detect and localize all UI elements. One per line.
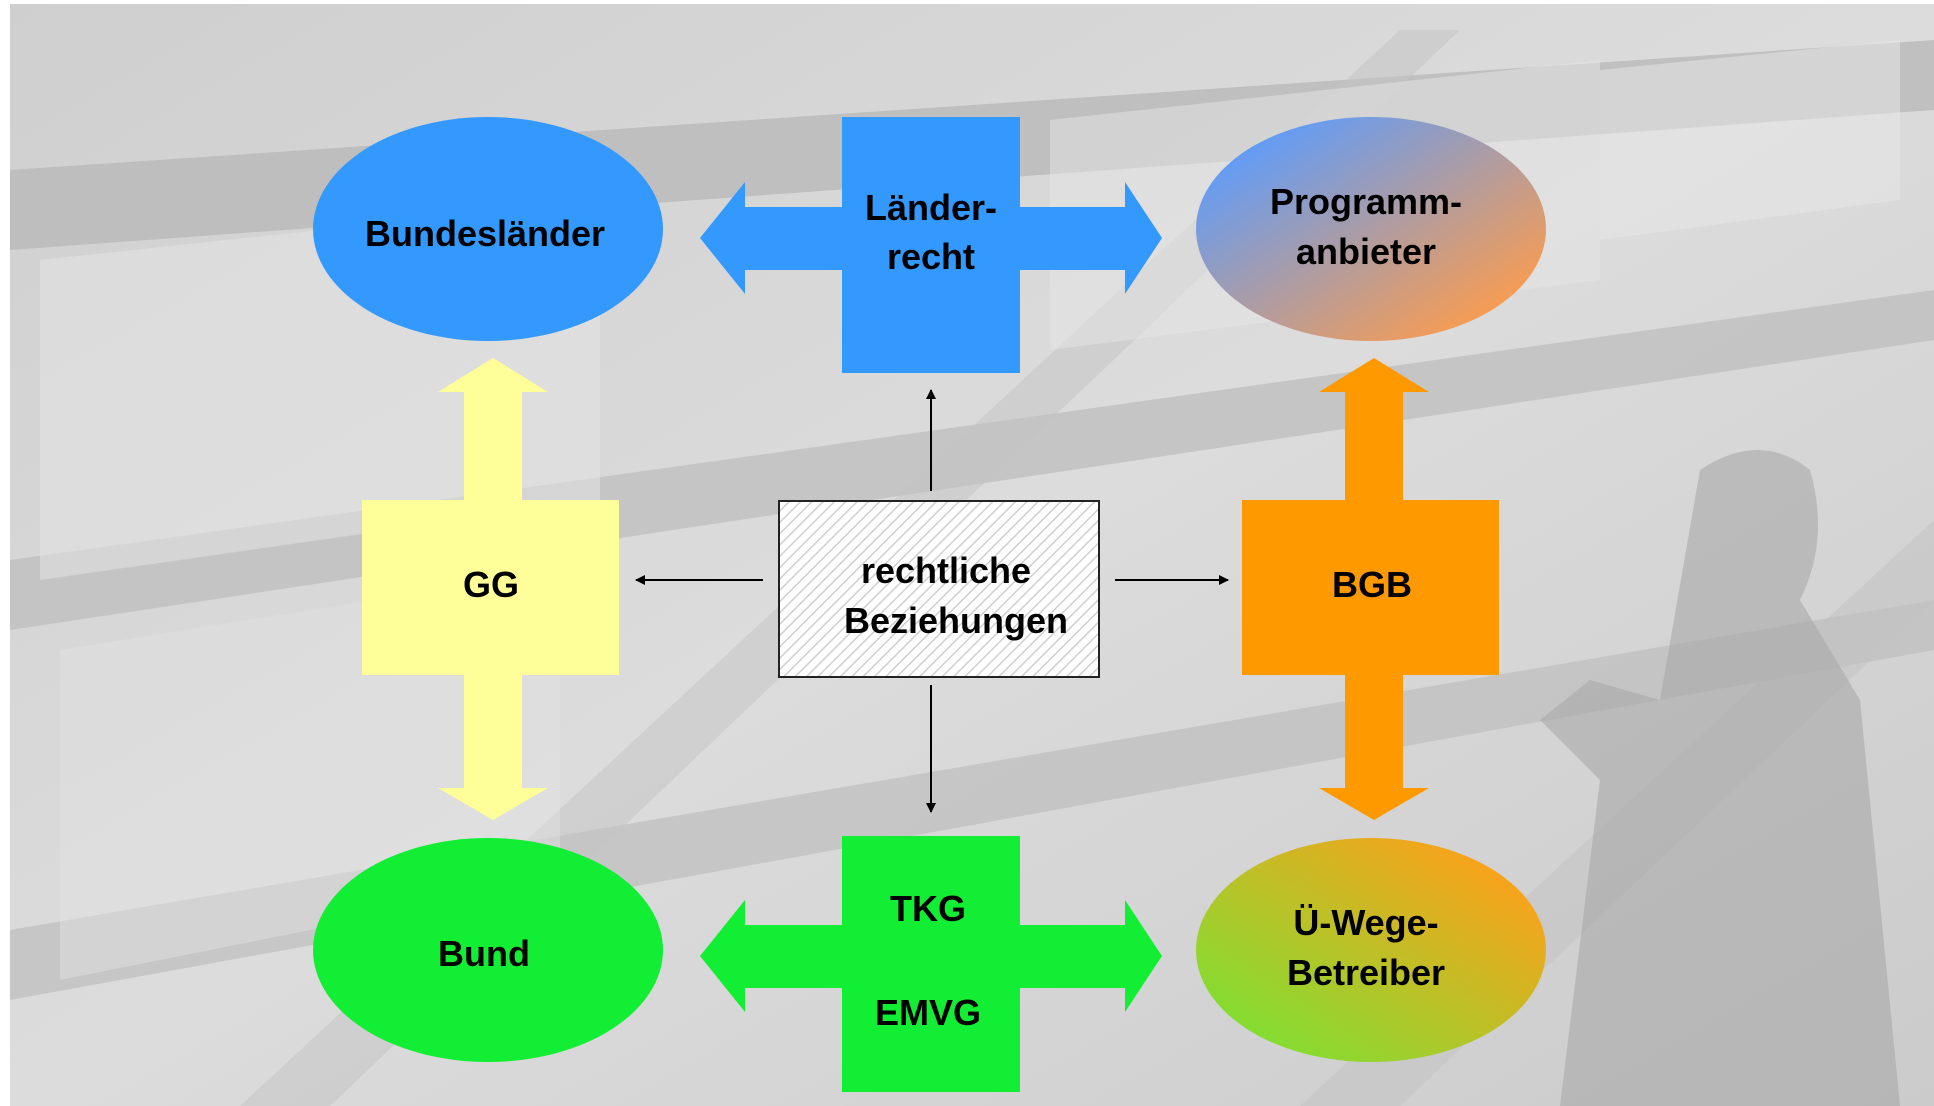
node-bund: Bund [313, 838, 663, 1062]
bund-label: Bund [438, 933, 530, 974]
bundeslaender-label: Bundesländer [365, 213, 605, 254]
gg-label: GG [463, 564, 519, 605]
tkg-label: TKG [890, 888, 966, 929]
gg-connector: GG [362, 358, 619, 820]
gg-box [362, 500, 619, 675]
node-programmanbieter: Programm- anbieter [1196, 117, 1546, 341]
center-label-line2: Beziehungen [844, 600, 1068, 641]
center-label-line1: rechtliche [861, 550, 1031, 591]
node-bundeslaender: Bundesländer [313, 117, 663, 341]
emvg-label: EMVG [875, 992, 981, 1033]
laenderrecht-box [842, 117, 1020, 373]
node-uwege-betreiber: Ü-Wege- Betreiber [1196, 838, 1546, 1062]
bgb-connector: BGB [1242, 358, 1499, 820]
bund-ellipse [313, 838, 663, 1062]
bgb-box [1242, 500, 1499, 675]
programmanbieter-label-line2: anbieter [1296, 231, 1436, 272]
center-relations: rechtliche Beziehungen [635, 389, 1229, 813]
programmanbieter-ellipse [1196, 117, 1546, 341]
center-box [778, 500, 1100, 678]
tkg-emvg-connector: TKG EMVG [700, 836, 1162, 1092]
laenderrecht-label-line1: Länder- [865, 187, 997, 228]
programmanbieter-label-line1: Programm- [1270, 181, 1462, 222]
uwege-label-line2: Betreiber [1287, 952, 1445, 993]
bgb-label: BGB [1332, 564, 1412, 605]
laenderrecht-connector: Länder- recht [700, 117, 1162, 373]
uwege-label-line1: Ü-Wege- [1293, 902, 1438, 943]
tkg-emvg-box [842, 836, 1020, 1092]
uwege-ellipse [1196, 838, 1546, 1062]
bundeslaender-ellipse [313, 117, 663, 341]
laenderrecht-label-line2: recht [887, 236, 975, 277]
